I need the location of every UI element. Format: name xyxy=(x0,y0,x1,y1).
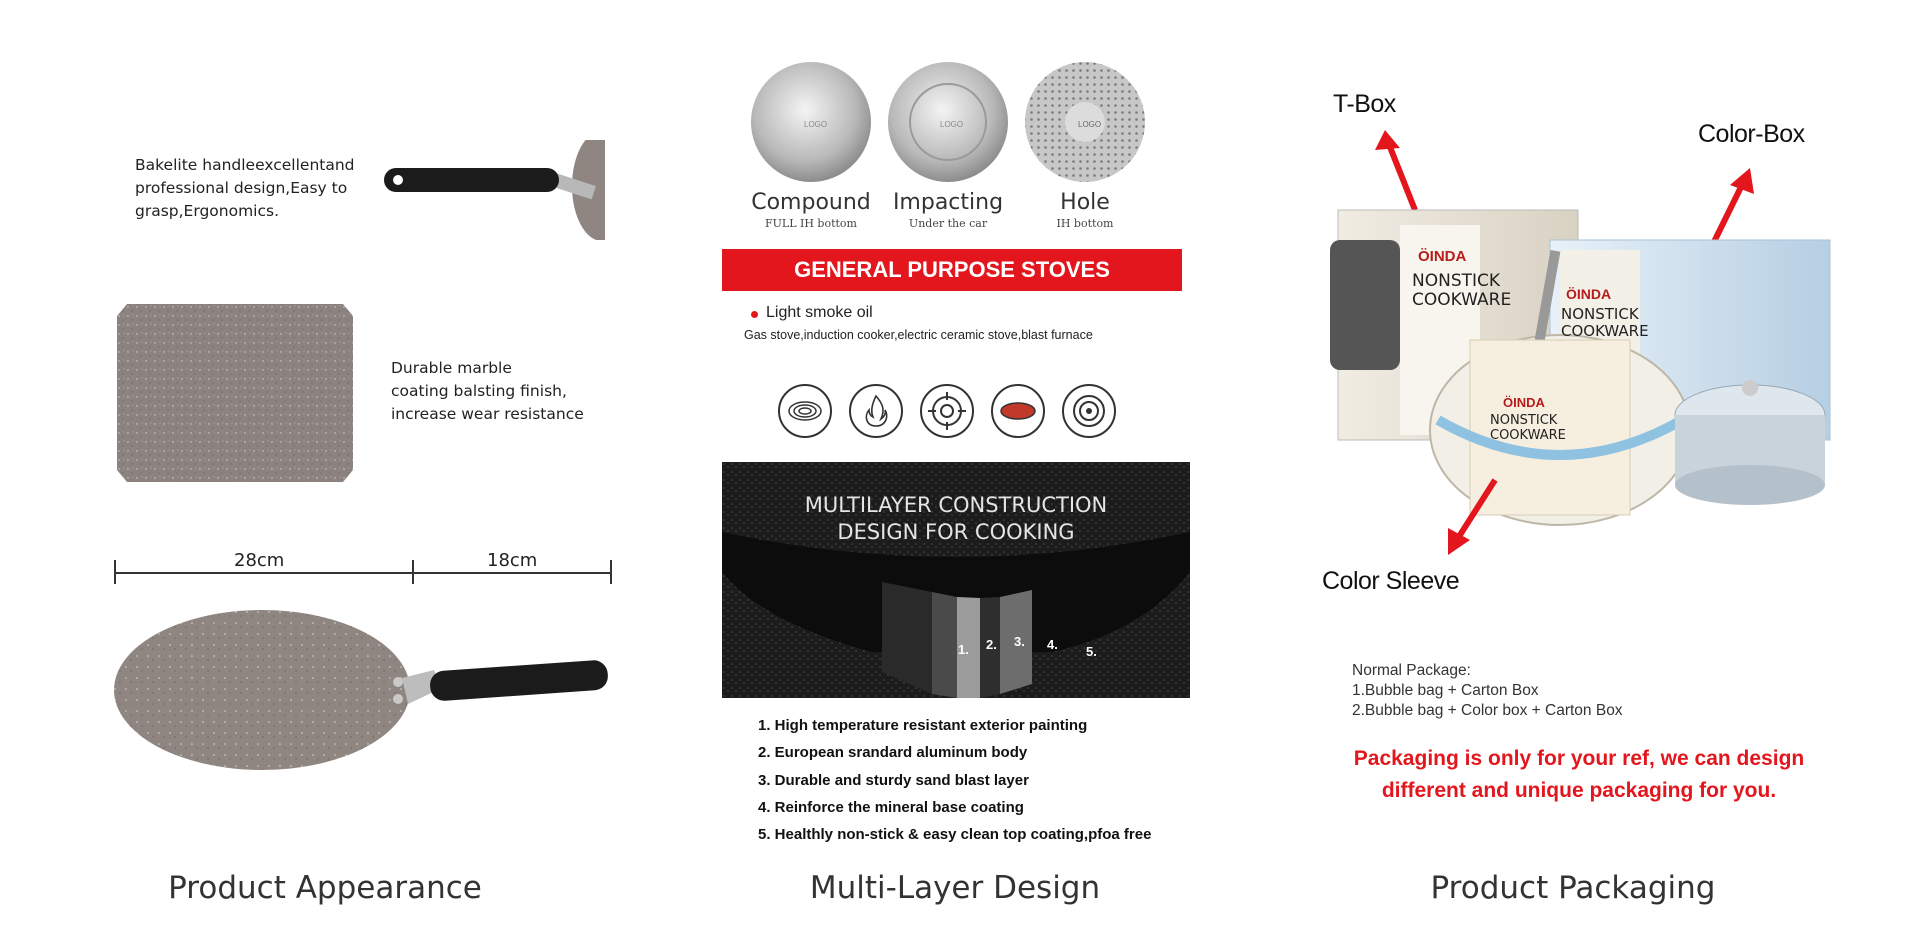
marble-coating-swatch xyxy=(117,304,353,482)
dimension-handle-length: 18cm xyxy=(487,550,538,571)
ceramic-plate-icon xyxy=(991,384,1045,438)
construction-title: MULTILAYER CONSTRUCTION DESIGN FOR COOKI… xyxy=(804,493,1108,544)
disc-logo-3: LOGO xyxy=(1078,120,1102,129)
normal-package-info: Normal Package: 1.Bubble bag + Carton Bo… xyxy=(1352,662,1623,719)
dimension-pan-diameter: 28cm xyxy=(234,550,285,571)
feature-3: 3. Durable and sturdy sand blast layer xyxy=(758,772,1029,789)
stove-types: Gas stove,induction cooker,electric cera… xyxy=(744,328,1093,342)
packaging-image xyxy=(1330,130,1831,555)
bottom-discs-image xyxy=(751,62,1145,182)
layer-number-3: 3. xyxy=(1014,634,1025,649)
label-color-sleeve: Color Sleeve xyxy=(1322,567,1460,595)
handle-closeup-image xyxy=(384,140,605,240)
colorbox-text: NONSTICK COOKWARE xyxy=(1561,305,1649,340)
induction-icon xyxy=(1062,384,1116,438)
sleeve-text: NONSTICK COOKWARE xyxy=(1490,413,1566,443)
caption-product-appearance: Product Appearance xyxy=(168,870,482,906)
disc-logo-1: LOGO xyxy=(804,120,828,129)
packaging-ref-note: Packaging is only for your ref, we can d… xyxy=(1353,747,1805,802)
brand-logo-colorbox: ÖINDA xyxy=(1566,286,1612,302)
coil-stove-icon xyxy=(778,384,832,438)
disc-impacting: Impacting Under the car xyxy=(892,190,1004,230)
disc-logo-2: LOGO xyxy=(940,120,964,129)
disc-hole: Hole IH bottom xyxy=(1056,190,1114,230)
gas-burner-icon xyxy=(920,384,974,438)
feature-5: 5. Healthly non-stick & easy clean top c… xyxy=(758,826,1152,843)
disc-compound: Compound FULL IH bottom xyxy=(751,190,871,230)
dimension-tick-end xyxy=(610,560,612,584)
pan-image xyxy=(114,610,608,770)
brand-logo-tbox: ÖINDA xyxy=(1418,248,1467,265)
dimension-tick-mid xyxy=(412,560,414,584)
label-color-box: Color-Box xyxy=(1698,120,1805,148)
dimension-line xyxy=(115,572,611,574)
feature-2: 2. European srandard aluminum body xyxy=(758,744,1028,761)
feature-4: 4. Reinforce the mineral base coating xyxy=(758,799,1024,816)
layer-number-1: 1. xyxy=(958,642,969,657)
layer-number-2: 2. xyxy=(986,637,997,652)
label-t-box: T-Box xyxy=(1333,90,1396,118)
bullet-dot xyxy=(751,311,758,318)
handle-note: Bakelite handleexcellentand professional… xyxy=(135,156,355,220)
layer-number-5: 5. xyxy=(1086,644,1097,659)
brand-logo-sleeve: ÖINDA xyxy=(1503,395,1545,410)
caption-multi-layer-design: Multi-Layer Design xyxy=(809,870,1101,906)
layer-number-4: 4. xyxy=(1047,637,1058,652)
feature-1: 1. High temperature resistant exterior p… xyxy=(758,717,1088,734)
flame-icon xyxy=(849,384,903,438)
coating-note: Durable marble coating balsting finish, … xyxy=(391,359,584,423)
tbox-text: NONSTICK COOKWARE xyxy=(1412,271,1512,310)
multilayer-construction-image: MULTILAYER CONSTRUCTION DESIGN FOR COOKI… xyxy=(722,462,1190,698)
light-smoke-oil: Light smoke oil xyxy=(766,304,873,321)
general-purpose-stoves-banner: GENERAL PURPOSE STOVES xyxy=(722,249,1182,291)
caption-product-packaging: Product Packaging xyxy=(1430,870,1716,906)
dimension-tick-start xyxy=(114,560,116,584)
